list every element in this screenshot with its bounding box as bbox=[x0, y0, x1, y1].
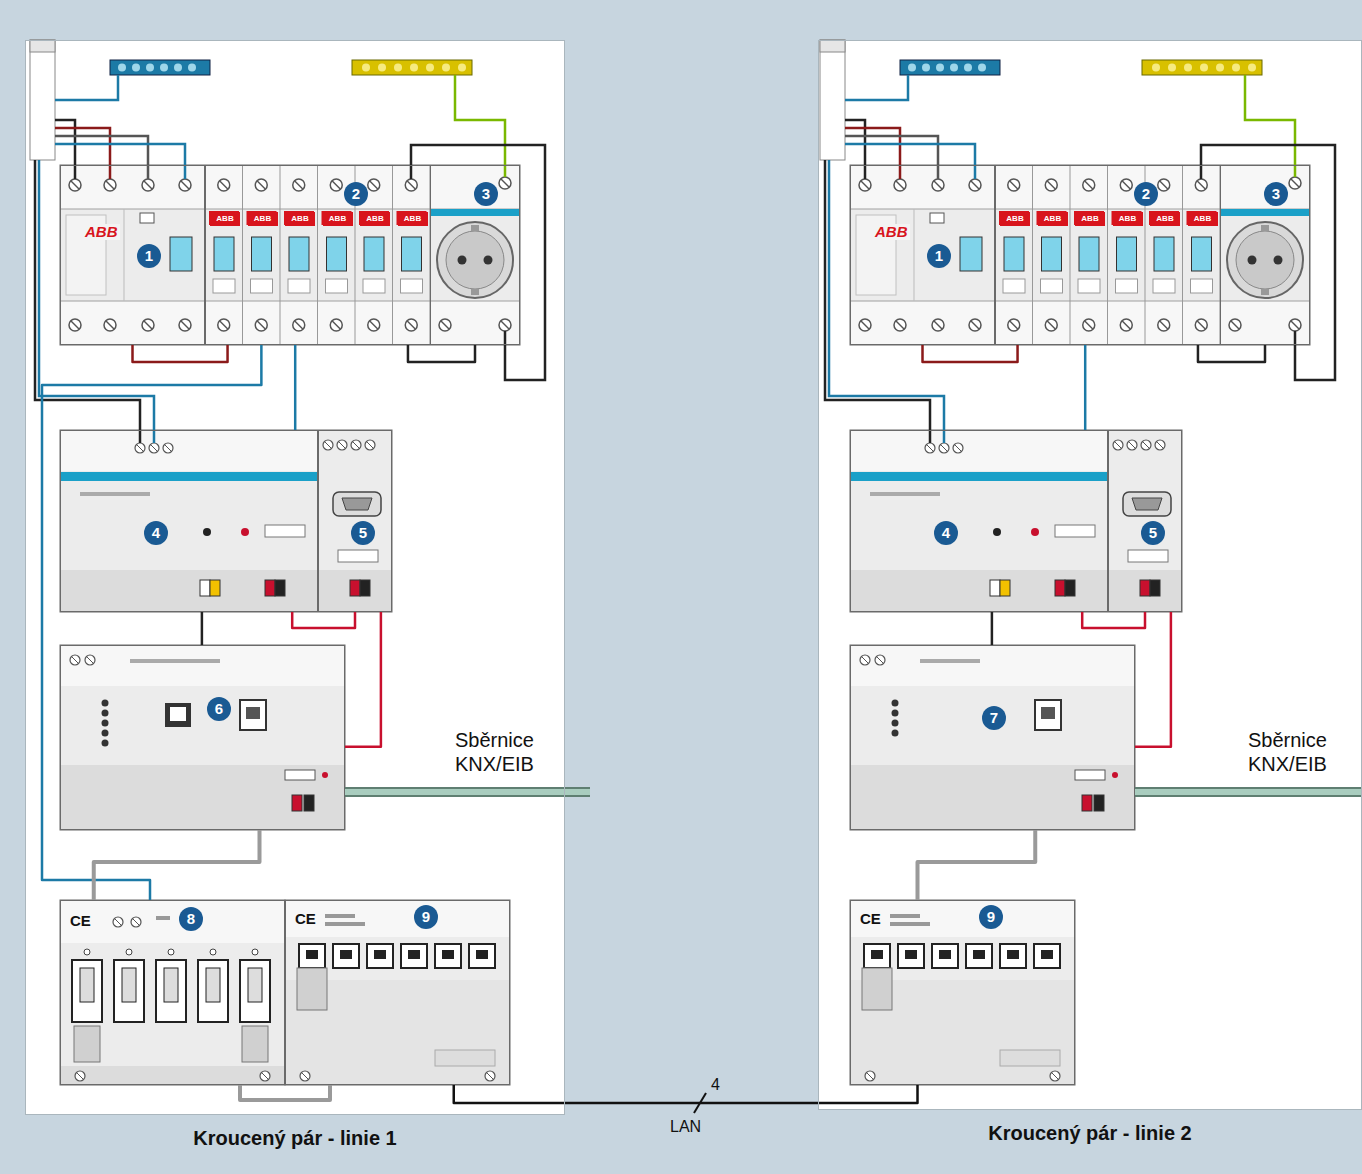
ce-mark: CE bbox=[294, 911, 317, 927]
patch-panel: CE 9 bbox=[285, 900, 510, 1085]
breaker-label: ABB bbox=[1150, 212, 1180, 226]
wire-connector bbox=[1084, 345, 1087, 430]
bus-label: Sběrnice KNX/EIB bbox=[1248, 728, 1354, 776]
wire-connector bbox=[133, 345, 228, 362]
bus-cable bbox=[1135, 787, 1362, 797]
callout-number: 8 bbox=[179, 907, 203, 931]
callout-number: 6 bbox=[207, 697, 231, 721]
bus-cable bbox=[345, 789, 590, 795]
patch-panel-body bbox=[285, 900, 510, 1085]
wire-connector bbox=[923, 345, 1018, 362]
breaker-label: ABB bbox=[360, 212, 390, 226]
breaker-label: ABB bbox=[248, 212, 278, 226]
callout-number: 2 bbox=[344, 182, 368, 206]
breaker-row bbox=[850, 165, 1310, 345]
panel-heading: Kroucený pár - linie 1 bbox=[26, 1126, 564, 1150]
wire-connector bbox=[991, 612, 994, 645]
callout-number: 4 bbox=[934, 521, 958, 545]
patch-panel: CE 9 bbox=[850, 900, 1075, 1085]
residual-current-breaker: ABB 1 bbox=[850, 165, 995, 345]
wire-connector bbox=[294, 345, 297, 430]
breaker-label: ABB bbox=[1075, 212, 1105, 226]
power-supply: 4 bbox=[60, 430, 318, 612]
residual-current-breaker: ABB 1 bbox=[60, 165, 205, 345]
panel-heading: Kroucený pár - linie 2 bbox=[819, 1121, 1361, 1145]
callout-number: 2 bbox=[1134, 182, 1158, 206]
circuit-breakers: 2ABB ABB ABB ABB ABB ABB bbox=[205, 165, 431, 345]
breaker-label: ABB bbox=[1113, 212, 1143, 226]
power-supply-body bbox=[850, 430, 1182, 612]
callout-number: 3 bbox=[474, 182, 498, 206]
ce-mark: CE bbox=[859, 911, 882, 927]
wire-count: 4 bbox=[711, 1073, 720, 1097]
callout-number: 9 bbox=[414, 905, 438, 929]
wire-connector bbox=[240, 1085, 330, 1100]
ce-mark: CE bbox=[69, 913, 92, 929]
wire-connector bbox=[94, 830, 260, 900]
wire-connector bbox=[1082, 612, 1145, 628]
breaker-label: ABB bbox=[323, 212, 353, 226]
bus-label: Sběrnice KNX/EIB bbox=[455, 728, 560, 776]
callout-number: 3 bbox=[1264, 182, 1288, 206]
breaker-row bbox=[60, 165, 520, 345]
ip-router: 6 bbox=[60, 645, 345, 830]
wire-connector bbox=[408, 345, 475, 362]
callout-number: 7 bbox=[982, 706, 1006, 730]
breaker-label: ABB bbox=[1188, 212, 1218, 226]
breaker-label: ABB bbox=[1000, 212, 1030, 226]
wire-connector bbox=[1198, 345, 1265, 362]
socket-outlet: 3 bbox=[430, 165, 520, 345]
callout-number: 1 bbox=[927, 244, 951, 268]
wire-connector bbox=[292, 612, 355, 628]
mounting-panel: Kroucený pár - linie 2ABB12ABBABBABBABBA… bbox=[818, 40, 1362, 1110]
serial-interface: 5 bbox=[318, 430, 392, 612]
feed-and-busbars bbox=[820, 40, 1335, 443]
wire-connector bbox=[1135, 612, 1171, 747]
bus-cable bbox=[1135, 789, 1362, 795]
callout-number: 5 bbox=[351, 521, 375, 545]
socket-outlet: 3 bbox=[1220, 165, 1310, 345]
serial-interface: 5 bbox=[1108, 430, 1182, 612]
feed-and-busbars bbox=[30, 40, 545, 443]
circuit-breakers: 2ABB ABB ABB ABB ABB ABB bbox=[995, 165, 1221, 345]
wire-connector bbox=[918, 830, 1036, 900]
wire-connector bbox=[454, 1085, 918, 1103]
callout-number: 1 bbox=[137, 244, 161, 268]
wire-connector bbox=[201, 612, 204, 645]
callout-number: 4 bbox=[144, 521, 168, 545]
interface-body bbox=[850, 645, 1135, 830]
wire-connector bbox=[42, 345, 261, 900]
patch-panel-body bbox=[850, 900, 1075, 1085]
mounting-panel: Kroucený pár - linie 1ABB12ABBABBABBABBA… bbox=[25, 40, 565, 1115]
breaker-label: ABB bbox=[398, 212, 428, 226]
power-supply-body bbox=[60, 430, 392, 612]
power-supply: 4 bbox=[850, 430, 1108, 612]
bus-cable bbox=[345, 787, 590, 797]
panel-board bbox=[818, 40, 1362, 1110]
ip-interface: 7 bbox=[850, 645, 1135, 830]
brand-label: ABB bbox=[83, 224, 120, 240]
cable-label: LAN bbox=[668, 1118, 703, 1136]
panel-board bbox=[25, 40, 565, 1115]
callout-number: 9 bbox=[979, 905, 1003, 929]
breaker-label: ABB bbox=[285, 212, 315, 226]
wire-connector bbox=[345, 612, 381, 747]
callout-number: 5 bbox=[1141, 521, 1165, 545]
surge-protector: CE 8 bbox=[60, 900, 285, 1085]
breaker-label: ABB bbox=[210, 212, 240, 226]
brand-label: ABB bbox=[873, 224, 910, 240]
router-body bbox=[60, 645, 345, 830]
surge-protector-body bbox=[60, 900, 285, 1085]
breaker-label: ABB bbox=[1038, 212, 1068, 226]
